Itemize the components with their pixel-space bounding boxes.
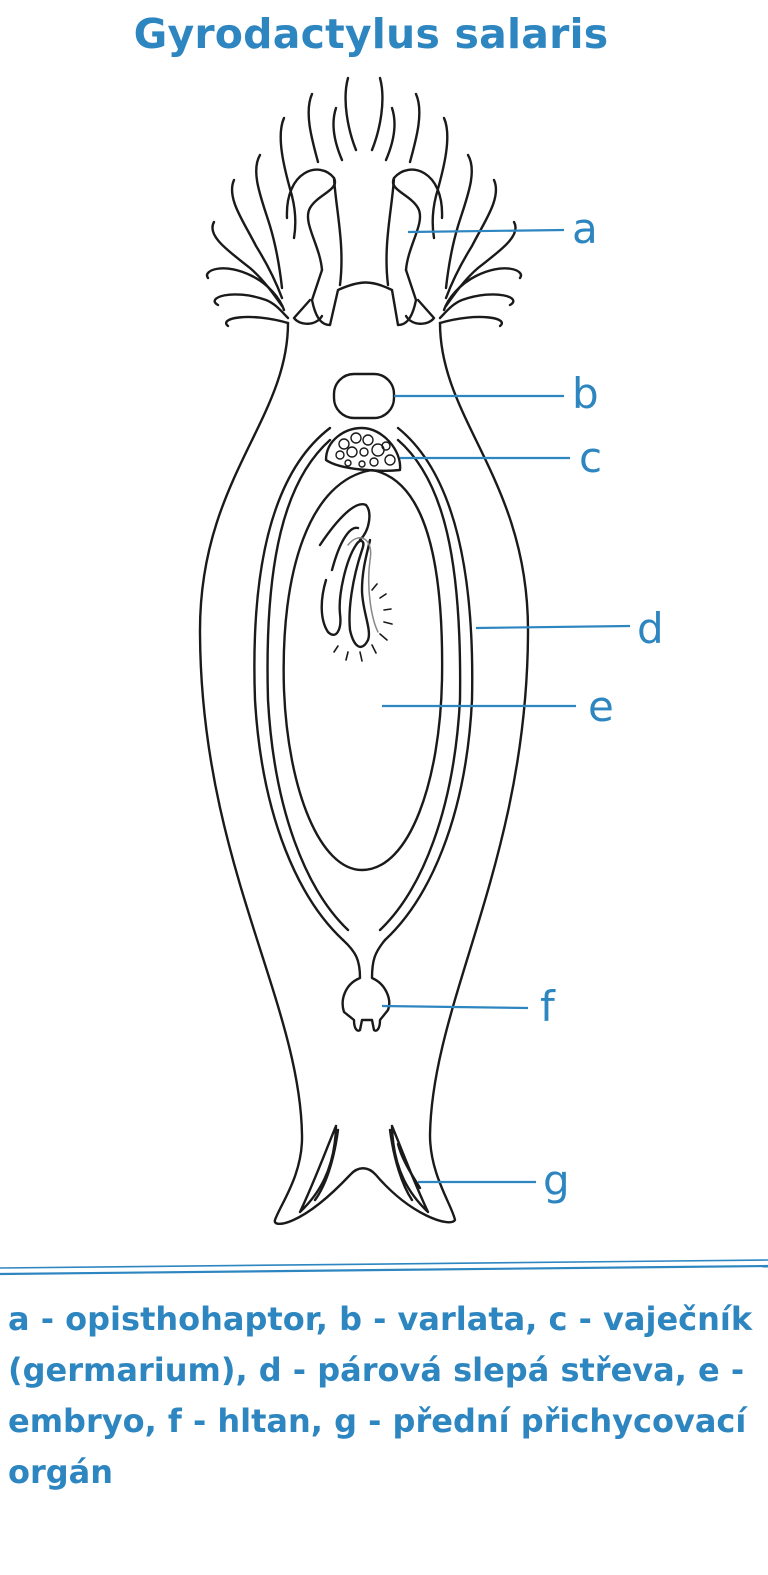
central-column-left — [332, 176, 343, 287]
central-column-right — [385, 176, 396, 287]
adhesive-organ-left — [298, 1124, 338, 1214]
leader-line-a — [407, 228, 565, 234]
label-b: b — [572, 369, 599, 418]
testis — [332, 372, 396, 420]
intestinal-caecum-right-inner — [378, 438, 462, 932]
pharynx — [341, 938, 391, 1032]
divider-line — [0, 1264, 768, 1276]
right-anchor-hook — [391, 168, 444, 272]
germarium — [324, 426, 402, 472]
label-a: a — [572, 204, 598, 253]
marginal-hooklet — [225, 315, 290, 328]
intestinal-caecum-left-inner — [266, 438, 350, 932]
label-c: c — [579, 433, 603, 482]
label-d: d — [637, 604, 664, 653]
diagram-title: Gyrodactylus salaris — [133, 10, 609, 58]
intestinal-caecum-left-outer — [253, 426, 345, 942]
intestinal-caecum-right-outer — [383, 426, 474, 942]
label-f: f — [540, 982, 555, 1031]
body-outline — [198, 321, 530, 1226]
embryo-rays — [333, 583, 393, 662]
left-anchor-hook — [285, 168, 337, 272]
germarium-cells — [335, 432, 396, 468]
marginal-hooklet — [438, 315, 503, 328]
embryo — [282, 468, 444, 872]
leader-line-d — [475, 624, 631, 630]
divider-line — [0, 1259, 768, 1269]
leader-line-f — [381, 1004, 529, 1010]
legend-text: a - opisthohaptor, b - varlata, c - vaje… — [8, 1300, 753, 1491]
adhesive-organ-right — [390, 1124, 430, 1214]
label-g: g — [543, 1156, 570, 1205]
central-bar — [310, 268, 418, 327]
label-e: e — [588, 682, 614, 731]
